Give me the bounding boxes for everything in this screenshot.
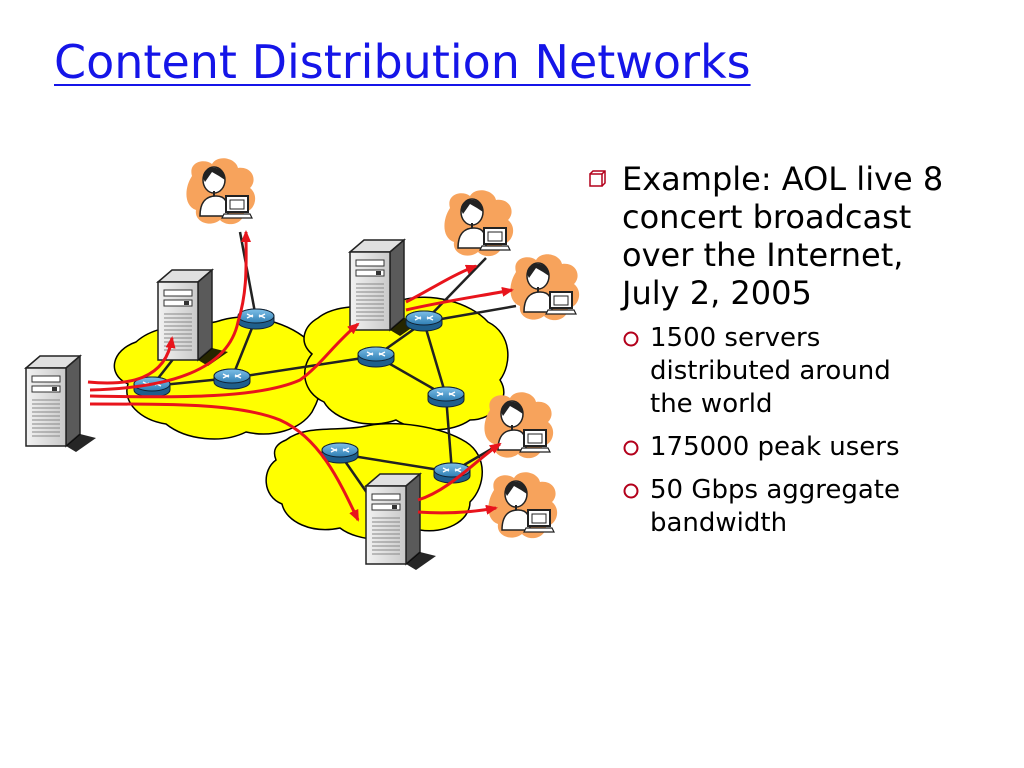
circle-bullet-icon: [623, 483, 639, 499]
user-icon: [487, 471, 559, 540]
sub-bullet-list: 1500 servers distributed around the worl…: [580, 322, 980, 540]
content-flow-arrows: [87, 230, 514, 522]
slide-title: Content Distribution Networks: [54, 35, 751, 89]
sub-bullet: 175000 peak users: [622, 431, 980, 464]
router-icon: [405, 310, 443, 332]
user-icon: [443, 189, 515, 258]
router-icon: [237, 308, 275, 330]
sub-bullet: 50 Gbps aggregate bandwidth: [622, 474, 980, 540]
sub-bullet-text: 175000 peak users: [650, 432, 900, 462]
circle-bullet-icon: [623, 331, 639, 347]
user-icon: [185, 157, 257, 226]
router-icon: [357, 346, 395, 368]
router-icon: [321, 442, 359, 464]
circle-bullet-icon: [623, 440, 639, 456]
sub-bullet-text: 50 Gbps aggregate bandwidth: [650, 475, 900, 538]
user-icon: [509, 253, 581, 322]
server-icon: [25, 355, 97, 453]
square-bullet-icon: [589, 170, 606, 187]
main-bullet: Example: AOL live 8 concert broadcast ov…: [580, 160, 980, 312]
main-bullet-text: Example: AOL live 8 concert broadcast ov…: [622, 160, 944, 312]
sub-bullet-text: 1500 servers distributed around the worl…: [650, 323, 891, 419]
router-icon: [213, 368, 251, 390]
sub-bullet: 1500 servers distributed around the worl…: [622, 322, 980, 421]
router-icon: [427, 386, 465, 408]
bullet-list: Example: AOL live 8 concert broadcast ov…: [580, 160, 980, 550]
